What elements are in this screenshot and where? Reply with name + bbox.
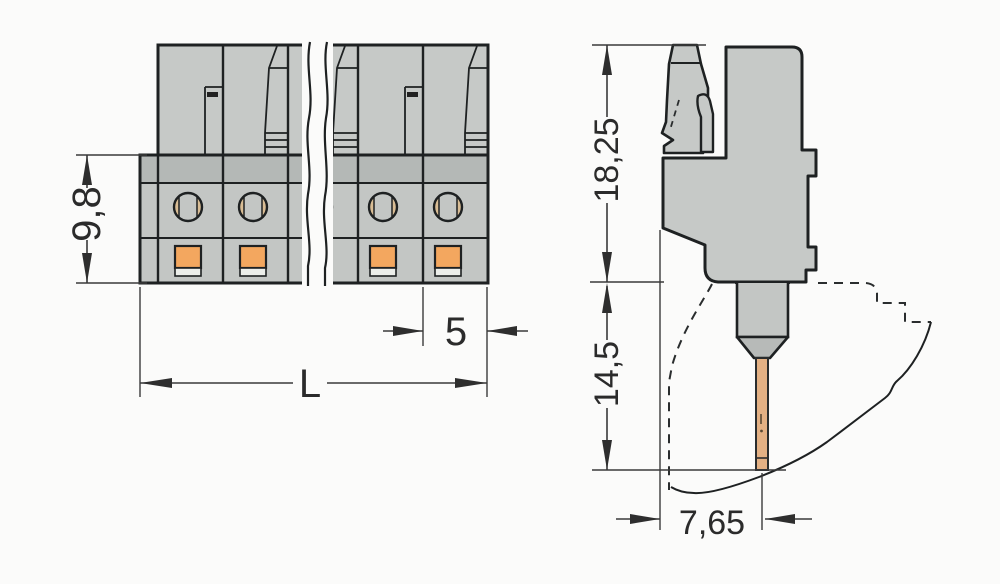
release-slot-mark-2 [407,92,418,97]
latch-hidden-line [669,99,680,131]
side-latch-hook [696,93,715,154]
pin-detail-dot [760,429,763,433]
dim-pitch-5: 5 [383,287,528,354]
contact-hole [172,191,204,223]
dim-label-L: L [299,362,321,406]
dim-label-5: 5 [445,310,467,354]
side-housing-body [661,45,818,284]
dim-height-18-25: 18,25 [588,44,706,283]
front-view: 9,8 5 L [65,38,528,406]
panel-break-curve [670,321,932,495]
solder-contact [173,244,203,277]
pole-dividers [156,45,425,283]
dim-label-7-65: 7,65 [679,504,745,542]
pin-holder-block [735,283,790,339]
dim-label-9-8: 9,8 [65,186,109,242]
solder-contact [368,244,398,277]
solder-contact [433,244,463,277]
contact-hole [432,191,464,223]
solder-pin [755,357,769,471]
dim-label-18-25: 18,25 [588,117,626,202]
panel-cutout-lines [668,282,932,495]
dim-label-14-5: 14,5 [588,341,626,407]
solder-contact [238,244,268,277]
release-slot-details [204,86,423,155]
pin-holder-taper [735,335,790,360]
side-latch-lever [660,43,710,155]
dim-length-14-5: 14,5 [588,283,786,471]
dim-offset-7-65: 7,65 [616,230,812,542]
dim-height-9-8: 9,8 [65,154,147,284]
latch-block-details [264,45,488,155]
contact-hole [237,191,269,223]
contact-hole [367,191,399,223]
break-lines [302,38,333,290]
side-view: 18,25 14,5 7,65 [588,43,932,542]
dim-length-L: L [139,287,488,406]
release-slot-mark-1 [207,92,218,97]
